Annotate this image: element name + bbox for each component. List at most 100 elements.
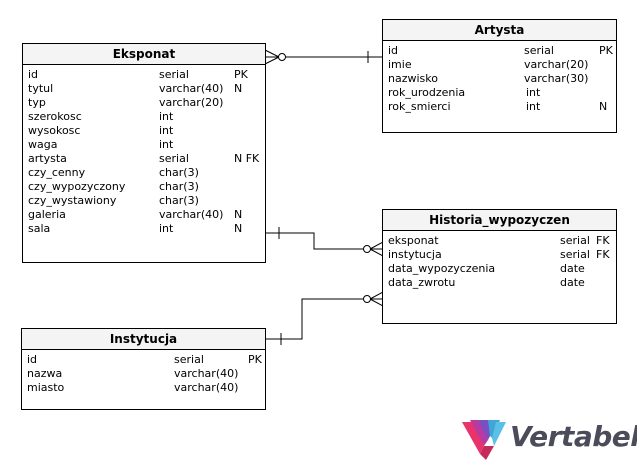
column-flags: N xyxy=(234,208,243,221)
column-row: data_zwrotu date xyxy=(383,276,616,290)
column-row: rok_smierci int N xyxy=(383,100,616,114)
column-list: id serial PK imie varchar(20) nazwisko v… xyxy=(383,41,616,114)
table-title: Instytucja xyxy=(22,329,265,350)
column-flags: PK xyxy=(599,44,613,57)
column-row: artysta serial N FK xyxy=(23,152,265,166)
column-name: miasto xyxy=(27,381,65,394)
column-type: varchar(20) xyxy=(159,96,224,109)
column-name: sala xyxy=(28,222,51,235)
column-type: varchar(40) xyxy=(174,367,239,380)
column-type: char(3) xyxy=(159,180,199,193)
column-type: int xyxy=(526,86,541,99)
column-flags: PK xyxy=(248,353,262,366)
column-name: nazwa xyxy=(27,367,63,380)
column-name: artysta xyxy=(28,152,67,165)
column-name: rok_urodzenia xyxy=(388,86,466,99)
column-type: varchar(40) xyxy=(174,381,239,394)
column-name: wysokosc xyxy=(28,124,81,137)
column-name: nazwisko xyxy=(388,72,438,85)
column-row: id serial PK xyxy=(383,44,616,58)
column-row: imie varchar(20) xyxy=(383,58,616,72)
vertabelo-logo-icon xyxy=(462,420,506,460)
column-type: int xyxy=(159,222,174,235)
column-row: szerokosc int xyxy=(23,110,265,124)
column-name: instytucja xyxy=(388,248,442,261)
column-name: typ xyxy=(28,96,46,109)
vertabelo-logo: Vertabelo xyxy=(460,416,637,462)
column-type: serial xyxy=(159,152,189,165)
column-name: id xyxy=(27,353,38,366)
column-list: id serial PK nazwa varchar(40) miasto va… xyxy=(22,350,265,395)
column-row: nazwisko varchar(30) xyxy=(383,72,616,86)
table-title: Eksponat xyxy=(23,44,265,65)
column-flags: N xyxy=(234,222,243,235)
column-row: wysokosc int xyxy=(23,124,265,138)
column-row: sala int N xyxy=(23,222,265,236)
column-name: data_zwrotu xyxy=(388,276,456,289)
column-name: id xyxy=(388,44,399,57)
column-row: tytul varchar(40) N xyxy=(23,82,265,96)
column-type: int xyxy=(526,100,541,113)
column-flags: FK xyxy=(596,234,610,247)
column-name: imie xyxy=(388,58,412,71)
column-type: char(3) xyxy=(159,166,199,179)
column-row: rok_urodzenia int xyxy=(383,86,616,100)
column-name: tytul xyxy=(28,82,54,95)
column-row: czy_cenny char(3) xyxy=(23,166,265,180)
column-row: czy_wystawiony char(3) xyxy=(23,194,265,208)
column-row: nazwa varchar(40) xyxy=(22,367,265,381)
column-type: serial xyxy=(560,248,590,261)
column-type: int xyxy=(159,124,174,137)
column-type: serial xyxy=(560,234,590,247)
column-row: czy_wypozyczony char(3) xyxy=(23,180,265,194)
column-name: data_wypozyczenia xyxy=(388,262,496,275)
column-list: id serial PK tytul varchar(40) N typ var… xyxy=(23,65,265,236)
column-flags: FK xyxy=(596,248,610,261)
column-flags: PK xyxy=(234,68,248,81)
column-name: szerokosc xyxy=(28,110,82,123)
column-type: varchar(30) xyxy=(524,72,589,85)
column-flags: N FK xyxy=(234,152,260,165)
table-artysta[interactable]: Artysta id serial PK imie varchar(20) na… xyxy=(382,19,617,133)
table-instytucja[interactable]: Instytucja id serial PK nazwa varchar(40… xyxy=(21,328,266,410)
column-type: varchar(20) xyxy=(524,58,589,71)
column-type: date xyxy=(560,262,585,275)
column-row: id serial PK xyxy=(22,353,265,367)
table-title: Artysta xyxy=(383,20,616,41)
vertabelo-logo-text: Vertabelo xyxy=(510,420,637,453)
column-type: varchar(40) xyxy=(159,82,224,95)
column-type: varchar(40) xyxy=(159,208,224,221)
column-row: galeria varchar(40) N xyxy=(23,208,265,222)
table-historia-wypozyczen[interactable]: Historia_wypozyczen eksponat serial FK i… xyxy=(382,209,617,324)
column-name: id xyxy=(28,68,39,81)
column-list: eksponat serial FK instytucja serial FK … xyxy=(383,231,616,290)
column-row: eksponat serial FK xyxy=(383,234,616,248)
column-row: data_wypozyczenia date xyxy=(383,262,616,276)
column-type: int xyxy=(159,138,174,151)
column-type: serial xyxy=(174,353,204,366)
column-type: serial xyxy=(524,44,554,57)
relation-instytucja-historia xyxy=(265,291,384,345)
column-row: instytucja serial FK xyxy=(383,248,616,262)
column-row: typ varchar(20) xyxy=(23,96,265,110)
column-row: id serial PK xyxy=(23,68,265,82)
column-name: waga xyxy=(28,138,58,151)
column-type: char(3) xyxy=(159,194,199,207)
column-name: rok_smierci xyxy=(388,100,451,113)
column-name: czy_wypozyczony xyxy=(28,180,126,193)
relation-eksponat-artysta xyxy=(264,49,383,65)
column-type: int xyxy=(159,110,174,123)
column-row: miasto varchar(40) xyxy=(22,381,265,395)
table-eksponat[interactable]: Eksponat id serial PK tytul varchar(40) … xyxy=(22,43,266,263)
column-name: galeria xyxy=(28,208,66,221)
column-name: czy_cenny xyxy=(28,166,86,179)
column-name: eksponat xyxy=(388,234,439,247)
relation-eksponat-historia xyxy=(265,227,384,257)
column-row: waga int xyxy=(23,138,265,152)
table-title: Historia_wypozyczen xyxy=(383,210,616,231)
column-flags: N xyxy=(599,100,608,113)
column-name: czy_wystawiony xyxy=(28,194,117,207)
column-type: date xyxy=(560,276,585,289)
column-flags: N xyxy=(234,82,243,95)
